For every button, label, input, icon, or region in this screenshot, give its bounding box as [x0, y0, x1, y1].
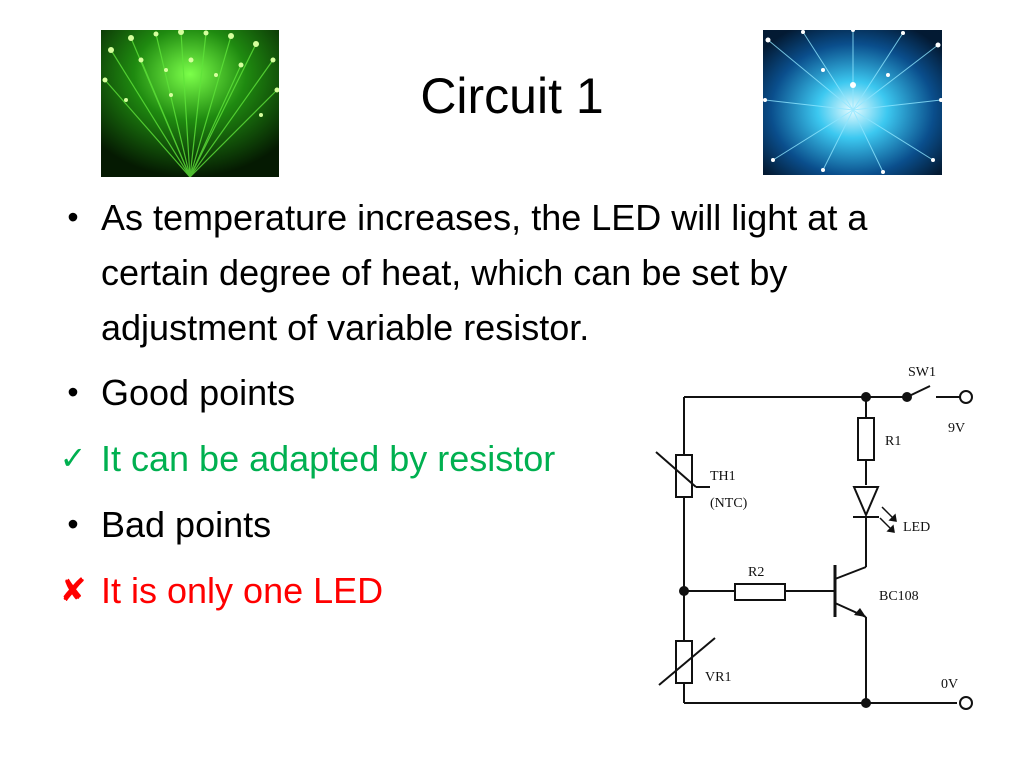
label-led: LED — [903, 520, 930, 535]
resistor-r2 — [734, 583, 786, 601]
bullet-list: • As temperature increases, the LED will… — [56, 190, 966, 629]
label-sw1: SW1 — [908, 365, 936, 380]
label-0v: 0V — [941, 677, 958, 692]
slide-title: Circuit 1 — [420, 68, 604, 124]
junction-dot — [679, 586, 689, 596]
bullet-text: As temperature increases, the LED will l… — [101, 197, 868, 348]
led-light-arrowhead — [888, 513, 897, 522]
label-r2: R2 — [748, 565, 764, 580]
checkmark-icon: ✓ — [59, 440, 87, 476]
bad-point-item: ✘ It is only one LED — [56, 563, 966, 618]
transistor-collector — [834, 566, 867, 580]
green-fiber-optic-photo — [101, 30, 279, 177]
junction-dot — [861, 392, 871, 402]
bullet-dot-icon: • — [67, 506, 79, 542]
label-th1: TH1 — [710, 469, 736, 484]
label-vr1: VR1 — [705, 670, 731, 685]
bullet-item: • As temperature increases, the LED will… — [56, 190, 966, 355]
label-transistor: BC108 — [879, 589, 919, 604]
circuit-diagram: SW1 9V R1 TH1 (NTC) LED R2 BC108 VR1 0V — [655, 365, 973, 710]
thermistor-arrow — [655, 451, 697, 488]
bullet-dot-icon: • — [67, 374, 79, 410]
bullet-text: It can be adapted by resistor — [101, 438, 556, 479]
led-symbol — [852, 486, 880, 518]
label-ntc: (NTC) — [710, 496, 748, 511]
junction-dot — [861, 698, 871, 708]
variable-resistor-vr1 — [675, 640, 693, 684]
junction-dot — [902, 392, 912, 402]
bullet-text: Good points — [101, 372, 296, 413]
resistor-r1 — [857, 417, 875, 461]
led-light-arrowhead — [886, 524, 895, 533]
transistor-emitter-arrow — [854, 608, 866, 617]
label-9v: 9V — [948, 421, 965, 436]
cross-icon: ✘ — [59, 572, 87, 608]
good-point-item: ✓ It can be adapted by resistor — [56, 431, 966, 486]
terminal-9v — [959, 390, 973, 404]
terminal-0v — [959, 696, 973, 710]
bullet-item: • Good points — [56, 365, 966, 420]
label-r1: R1 — [885, 434, 901, 449]
bullet-text: It is only one LED — [101, 570, 384, 611]
variable-resistor-arrow — [658, 637, 716, 686]
blue-fiber-optic-photo — [763, 30, 942, 175]
bullet-text: Bad points — [101, 504, 272, 545]
bullet-dot-icon: • — [67, 199, 79, 235]
bullet-item: • Bad points — [56, 497, 966, 552]
